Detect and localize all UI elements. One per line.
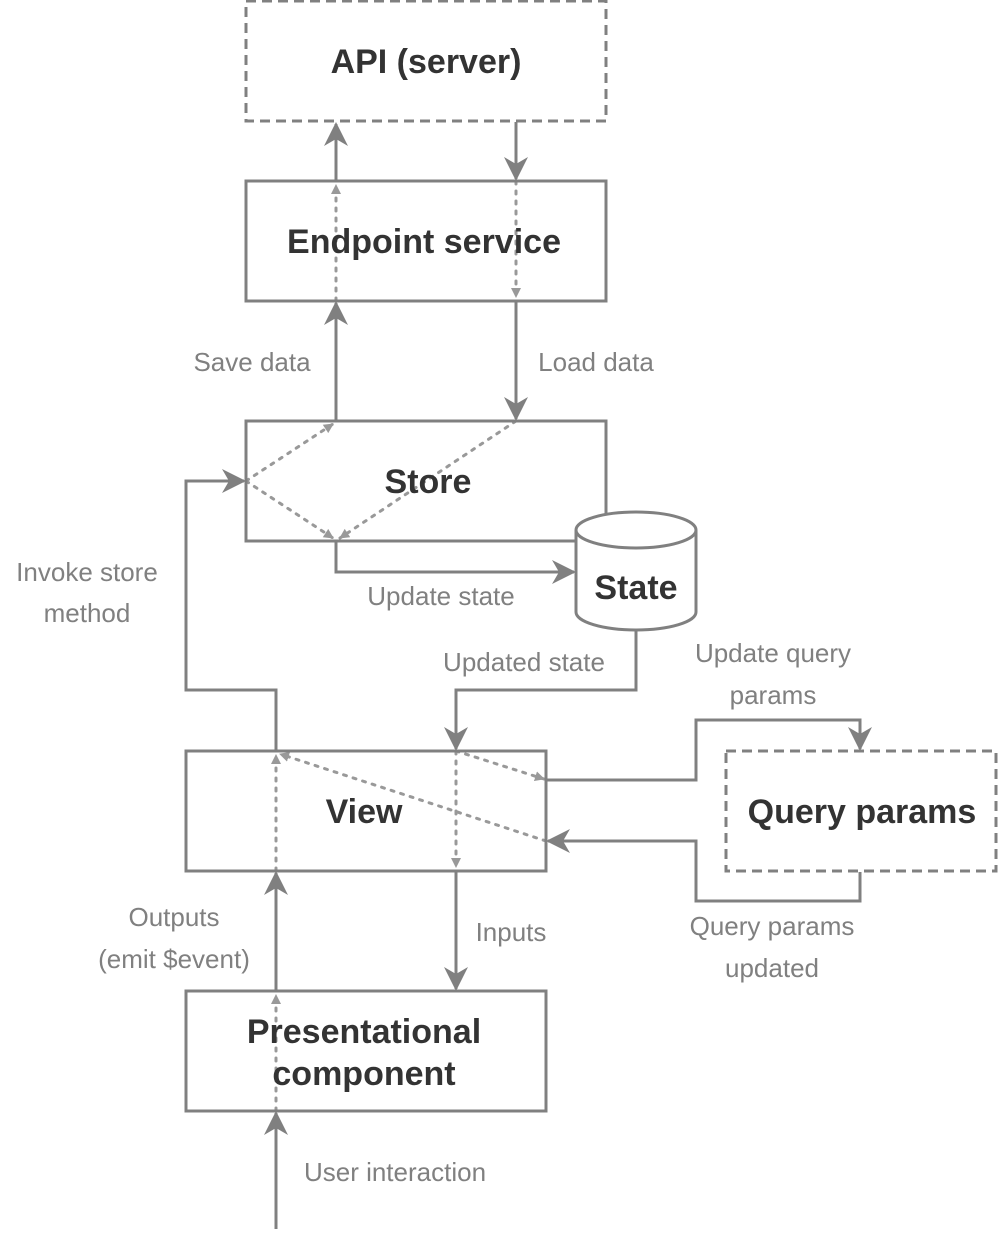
flow-trace-store-to-state (244, 479, 335, 540)
label-invoke-store-method-line-1: Invoke store (16, 557, 158, 587)
node-endpoint-service: Endpoint service (244, 179, 608, 303)
edge-view-to-store (184, 469, 278, 751)
label-invoke-store-method-line-2: method (44, 598, 131, 628)
node-view: View (184, 749, 548, 873)
label-user-interaction: User interaction (304, 1157, 486, 1187)
node-api-server: API (server) (244, 0, 608, 123)
node-api-server-label: API (server) (331, 43, 522, 81)
label-query-params-updated-line-2: updated (725, 953, 819, 983)
label-updated-state: Updated state (443, 647, 605, 677)
label-outputs-line-2: (emit $event) (98, 944, 250, 974)
label-query-params-updated-line-1: Query params (690, 911, 855, 941)
flow-trace-store-save (244, 422, 335, 483)
edge-query-params-to-view (546, 829, 862, 903)
label-update-query-params-line-2: params (730, 680, 817, 710)
node-store-label: Store (385, 463, 472, 501)
label-load-data: Load data (538, 347, 654, 377)
label-inputs: Inputs (476, 917, 547, 947)
edge-view-to-query-params (546, 718, 872, 782)
edge-store-to-state (334, 541, 576, 584)
flow-trace-view-query-in (278, 752, 548, 843)
node-state-label: State (594, 569, 677, 607)
node-state-database: State (574, 510, 698, 632)
node-endpoint-service-label: Endpoint service (287, 223, 561, 261)
label-outputs-line-1: Outputs (128, 902, 219, 932)
node-query-params: Query params (724, 749, 998, 873)
node-presentational-component: Presentational component (184, 989, 548, 1113)
label-update-query-params-line-1: Update query (695, 638, 851, 668)
label-save-data: Save data (193, 347, 311, 377)
node-query-params-label: Query params (748, 793, 977, 831)
node-presentational-label-line-2: component (272, 1055, 455, 1093)
node-store: Store (244, 419, 608, 543)
label-update-state: Update state (367, 581, 514, 611)
node-presentational-label-line-1: Presentational (247, 1013, 481, 1051)
node-view-label: View (326, 793, 403, 831)
edge-state-to-view (444, 630, 638, 751)
flow-trace-view-query-out (454, 749, 546, 782)
